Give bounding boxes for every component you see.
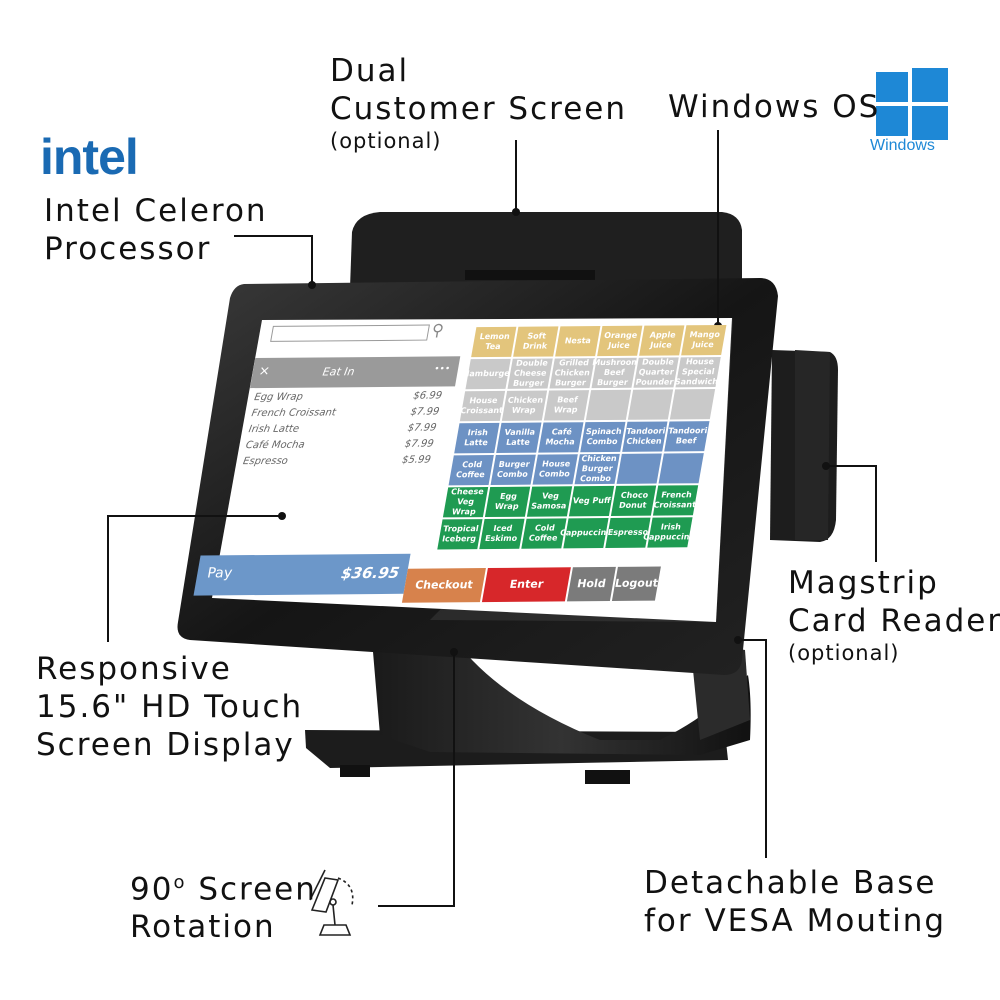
windows-os-label: Windows OS [668,89,881,125]
base-label: Detachable Base for VESA Mouting [644,864,946,940]
magstrip-label: Magstrip Card Reader (optional) [788,564,1000,666]
display-line3: Screen Display [36,727,295,763]
rotation-label: 90o Screen Rotation [130,864,317,946]
rotation-line2: Rotation [130,909,276,946]
rotation-degree: o [173,872,187,893]
processor-label: Intel Celeron Processor [44,192,268,268]
display-line2: 15.6" HD Touch [36,689,304,725]
base-line2: for VESA Mouting [644,903,947,939]
processor-line1: Intel Celeron [44,193,268,229]
rotation-screen: Screen [186,871,317,908]
display-label: Responsive 15.6" HD Touch Screen Display [36,650,303,764]
rotation-90: 90 [130,871,174,908]
callout-lines [107,130,877,907]
processor-line2: Processor [44,231,212,267]
magstrip-line1: Magstrip [788,565,939,601]
magstrip-optional: (optional) [788,641,900,665]
windows-logo-icon [876,68,948,140]
base-line1: Detachable Base [644,865,937,901]
customer-screen-label: Dual Customer Screen (optional) [330,52,627,154]
intel-logo: intel [40,129,139,185]
customer-screen [350,212,742,288]
stand [372,640,751,755]
customer-screen-optional: (optional) [330,129,442,153]
rotation-icon [309,869,354,936]
customer-screen-line2: Customer Screen [330,91,628,127]
display-line1: Responsive [36,651,232,687]
magstrip-line2: Card Reader [788,603,1000,639]
windows-logo-text: Windows [870,137,935,154]
customer-screen-line1: Dual [330,53,410,89]
